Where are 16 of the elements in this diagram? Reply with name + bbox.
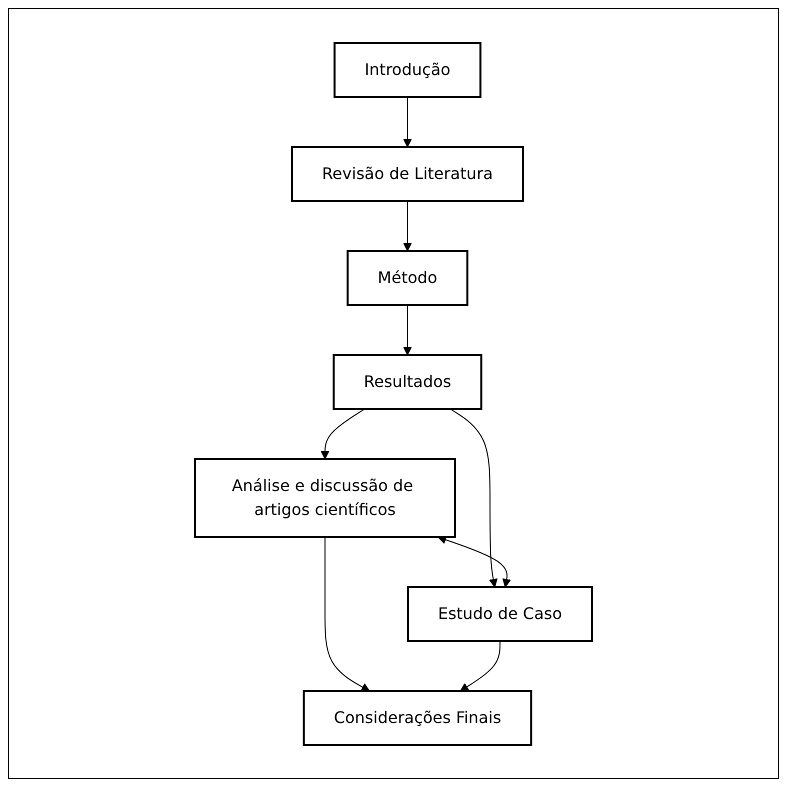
node-box <box>291 146 524 202</box>
arrow <box>324 536 370 691</box>
arrow <box>460 640 500 691</box>
arrow <box>403 304 412 355</box>
arrow <box>403 200 412 251</box>
arrow <box>450 408 498 587</box>
diagram-frame: Introdução Revisão de Literatura Método Resultados Análise e discussão de artigos científicos Estudo de Caso Considerações Finais <box>8 8 779 779</box>
arrow <box>403 96 412 147</box>
node-box <box>302 689 532 746</box>
node-box <box>334 42 482 98</box>
node-box <box>332 354 482 410</box>
node-box <box>406 586 594 642</box>
node-box <box>194 458 456 538</box>
node-box <box>346 250 468 306</box>
arrow <box>438 535 511 587</box>
arrow <box>320 408 366 459</box>
